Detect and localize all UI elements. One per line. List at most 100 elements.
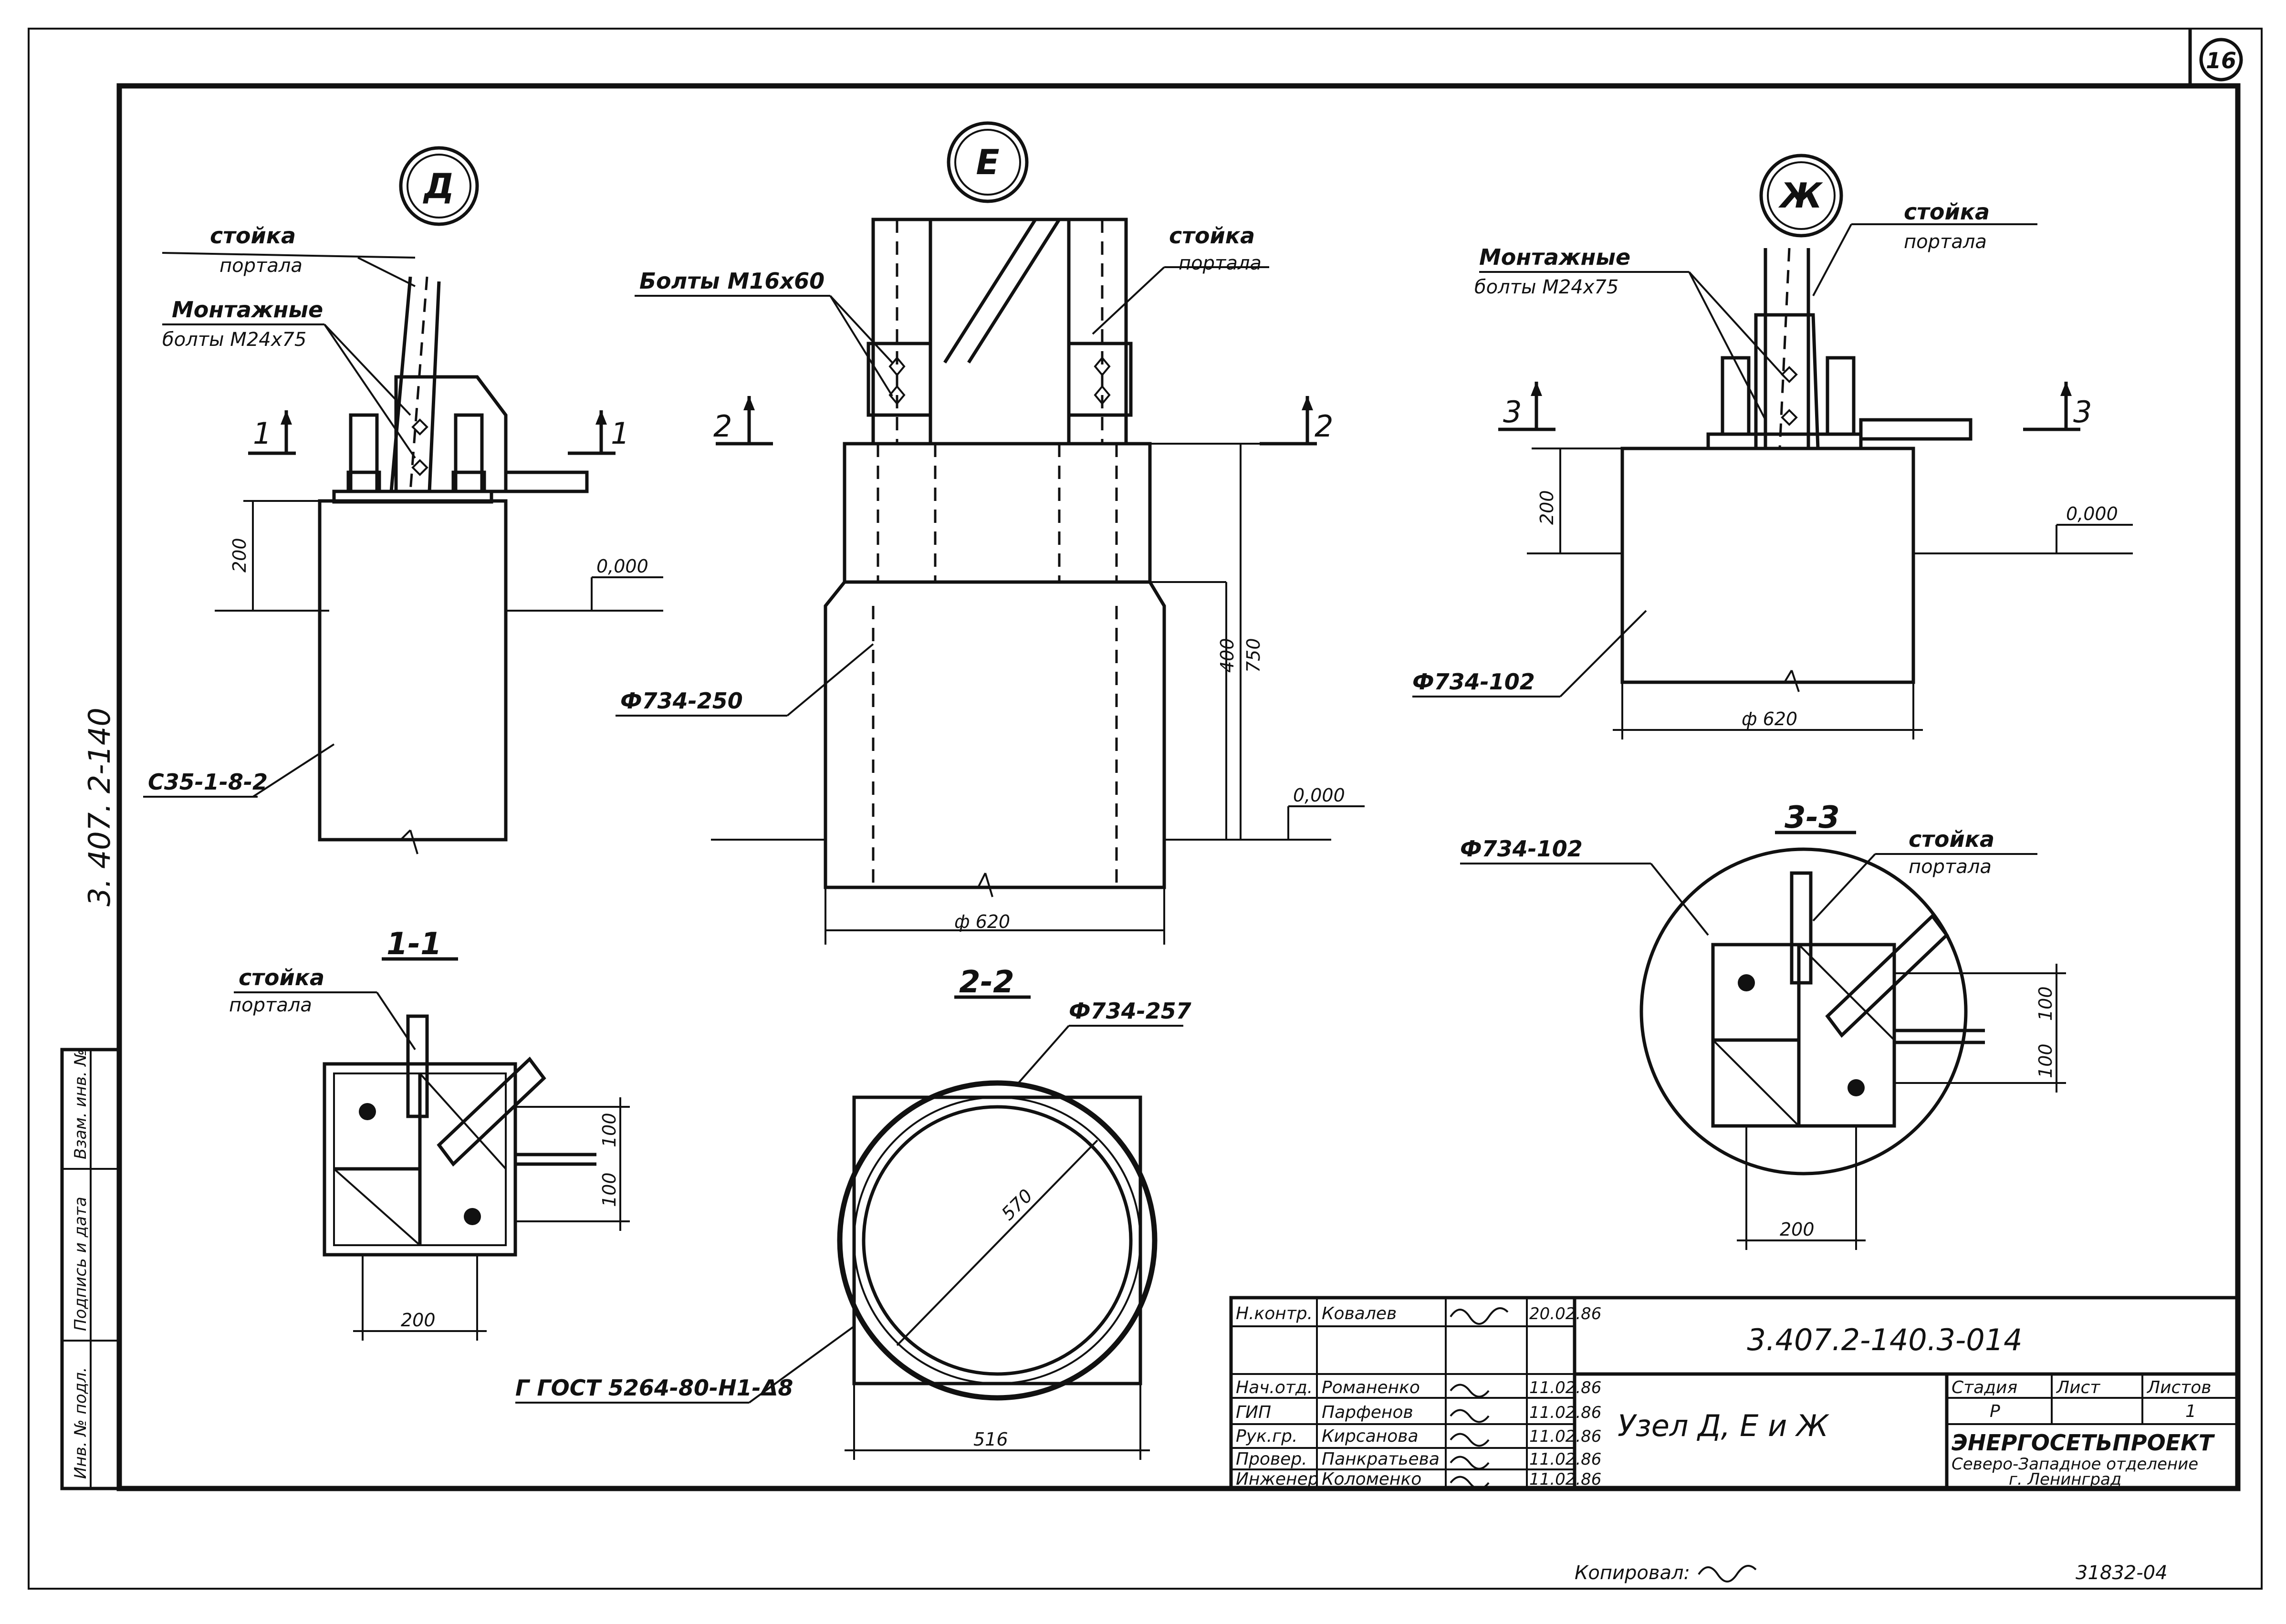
sec22-gost: Г ГОСТ 5264-80-Н1-Δ8 <box>515 1375 793 1401</box>
node-d-montazh-1: Монтажные <box>172 297 323 323</box>
sec22-dia: 570 <box>997 1185 1036 1224</box>
tb-row6-name: Коломенко <box>1322 1469 1421 1489</box>
node-d-circle <box>399 146 479 226</box>
tb-row5-name: Панкратьева <box>1322 1449 1440 1469</box>
sec33-stoyka-2: портала <box>1909 856 1992 878</box>
node-zh-sec3-left: 3 <box>1503 395 1522 429</box>
node-zh-dim-200: 200 <box>1536 490 1557 525</box>
footer-signature <box>1698 1565 1757 1582</box>
node-d-montazh-2: болты М24х75 <box>162 329 306 351</box>
sec33-title: 3-3 <box>1785 800 1840 835</box>
sec22-dim-516: 516 <box>973 1429 1008 1450</box>
node-zh-stoyka-1: стойка <box>1904 199 1990 225</box>
tb-org-1: ЭНЕРГОСЕТЬПРОЕКТ <box>1952 1430 2215 1456</box>
node-zh-level: 0,000 <box>2066 503 2118 524</box>
sec11-dim-100b: 100 <box>599 1172 620 1207</box>
tb-row0-date: 20.02.86 <box>1529 1304 1601 1323</box>
node-zh-pipe-label: Ф734-102 <box>1412 669 1535 695</box>
sec11-dim-100a: 100 <box>599 1113 620 1147</box>
tb-row3-role: ГИП <box>1236 1403 1271 1422</box>
node-zh-mark: Ж <box>1778 176 1823 216</box>
tb-drawing-code: 3.407.2-140.3-014 <box>1747 1322 2022 1357</box>
sec11-dim-200: 200 <box>401 1310 436 1331</box>
signature-mark <box>1450 1456 1490 1470</box>
node-e-stoyka-2: портала <box>1179 252 1262 274</box>
node-e-phi620: ф 620 <box>954 911 1010 932</box>
node-e-stoyka-1: стойка <box>1169 223 1255 249</box>
sec33-dim-100b: 100 <box>2035 1043 2056 1078</box>
node-e-pipe-label: Ф734-250 <box>620 688 743 714</box>
sec11-stoyka-2: портала <box>229 994 312 1016</box>
node-zh-pipe <box>1620 447 1915 684</box>
node-e-circle <box>947 121 1029 203</box>
strip-sign: Подпись и дата <box>71 1197 90 1331</box>
signature-mark <box>1450 1433 1490 1447</box>
sec11-title: 1-1 <box>386 927 442 962</box>
sec22-title: 2-2 <box>959 965 1014 1000</box>
strip-inv: Инв. № подл. <box>71 1367 90 1479</box>
node-zh-phi620: ф 620 <box>1742 708 1797 729</box>
node-e-mark: Е <box>976 142 999 182</box>
tb-row2-date: 11.02.86 <box>1529 1378 1601 1397</box>
tb-sheet-header: Лист <box>2056 1378 2100 1397</box>
footer-order: 31832-04 <box>2076 1562 2168 1584</box>
tb-row4-date: 11.02.86 <box>1529 1427 1601 1446</box>
tb-stage-header: Стадия <box>1952 1378 2017 1397</box>
sheet-number: 16 <box>2206 48 2236 73</box>
tb-row3-date: 11.02.86 <box>1529 1403 1601 1422</box>
tb-sheets-value: 1 <box>2185 1402 2196 1421</box>
node-d: Д стойка портала Монтажные болты М24х75 <box>143 146 663 854</box>
node-d-stoyka-1: стойка <box>210 223 296 249</box>
node-d-level: 0,000 <box>596 556 648 577</box>
strip-vzam: Взам. инв. № <box>71 1049 90 1159</box>
node-d-pile <box>318 499 508 842</box>
tb-stage-value: Р <box>1990 1402 2000 1421</box>
footer-copied: Копировал: <box>1575 1562 1690 1584</box>
signature-mark <box>1450 1384 1490 1398</box>
node-d-sec1-right: 1 <box>611 416 629 451</box>
left-strip: Инв. № подл. Подпись и дата Взам. инв. № <box>60 1048 121 1490</box>
tb-row5-role: Провер. <box>1236 1449 1307 1469</box>
node-zh-stoyka-2: портала <box>1904 231 1987 253</box>
node-d-dim-200: 200 <box>229 538 250 573</box>
tb-row2-role: Нач.отд. <box>1236 1378 1313 1397</box>
sec22-pipe-label: Ф734-257 <box>1069 998 1191 1024</box>
signature-mark <box>1450 1307 1509 1325</box>
node-e-bolty: Болты М16х60 <box>639 268 825 294</box>
sheet-number-circle <box>2199 38 2243 82</box>
node-zh-sec3-right: 3 <box>2073 395 2092 429</box>
section-3-3: 3-3 Ф734-102 стойка портала 200 100 100 <box>1460 800 2066 1250</box>
node-d-sec1-left: 1 <box>253 416 271 451</box>
node-e-sec2-left: 2 <box>713 409 732 444</box>
sec11-stoyka-1: стойка <box>239 965 324 990</box>
tb-row4-name: Кирсанова <box>1322 1426 1419 1446</box>
signature-mark <box>1450 1476 1490 1490</box>
tb-sheets-header: Листов <box>2146 1378 2211 1397</box>
tb-row5-date: 11.02.86 <box>1529 1450 1601 1469</box>
node-e-level: 0,000 <box>1293 785 1345 806</box>
signature-mark <box>1450 1409 1490 1423</box>
tb-org-3: г. Ленинград <box>2009 1470 2121 1489</box>
node-zh-montazh-1: Монтажные <box>1479 244 1630 270</box>
tb-org-2: Северо-Западное отделение <box>1952 1455 2198 1474</box>
node-zh-montazh-2: болты М24х75 <box>1474 276 1618 298</box>
node-zh-circle <box>1759 154 1843 238</box>
tb-row4-role: Рук.гр. <box>1236 1426 1297 1446</box>
sec33-dim-200: 200 <box>1780 1219 1815 1240</box>
drawing-frame <box>116 83 2241 1491</box>
sec33-stoyka-1: стойка <box>1909 826 1994 852</box>
tb-node-title: Узел Д, Е и Ж <box>1618 1408 1829 1443</box>
sec33-dim-100a: 100 <box>2035 986 2056 1021</box>
node-e-dim-750: 750 <box>1243 638 1264 673</box>
tb-row3-name: Парфенов <box>1322 1403 1413 1422</box>
node-e: Е Болты М16х60 стойк <box>616 121 1365 945</box>
tb-row0-role: Н.контр. <box>1236 1304 1313 1323</box>
title-block: 3.407.2-140.3-014 Узел Д, Е и Ж Стадия Л… <box>1229 1296 2240 1490</box>
node-d-stoyka-2: портала <box>219 255 303 277</box>
tb-row2-name: Романенко <box>1322 1378 1420 1397</box>
tb-row6-date: 11.02.86 <box>1529 1470 1601 1489</box>
tb-row6-role: Инженер <box>1236 1469 1319 1489</box>
node-d-pile-label: С35-1-8-2 <box>148 769 268 795</box>
section-1-1: 1-1 стойка портала 200 100 100 <box>229 927 630 1341</box>
